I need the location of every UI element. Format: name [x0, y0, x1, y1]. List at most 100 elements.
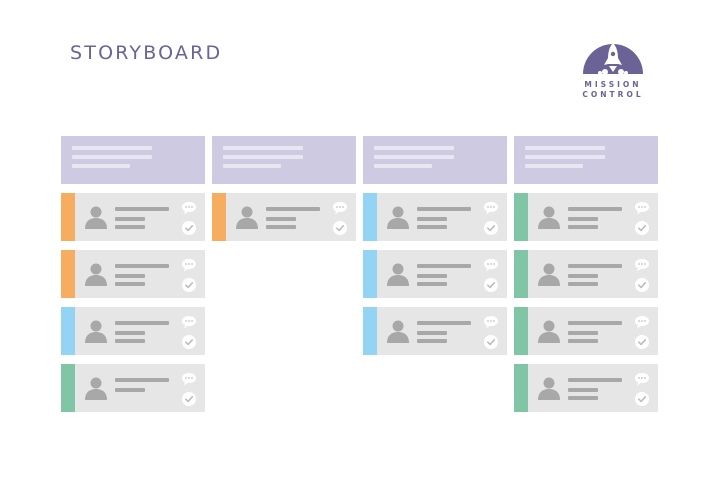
chat-bubble-icon[interactable] [483, 200, 499, 215]
card-placeholder-line [568, 264, 622, 268]
checkmark-icon[interactable] [635, 334, 649, 349]
story-card[interactable] [61, 364, 205, 412]
checkmark-icon[interactable] [182, 277, 196, 292]
chat-bubble-icon[interactable] [181, 314, 197, 329]
person-icon [85, 376, 107, 400]
story-card[interactable] [514, 193, 658, 241]
card-placeholder-line [417, 264, 471, 268]
checkmark-icon[interactable] [635, 277, 649, 292]
card-placeholder-line [568, 207, 622, 211]
card-placeholder-line [115, 225, 145, 229]
person-icon [85, 262, 107, 286]
checkmark-icon[interactable] [333, 220, 347, 235]
card-placeholder-line [568, 274, 598, 278]
story-card[interactable] [514, 307, 658, 355]
column-header[interactable] [212, 136, 356, 184]
checkmark-icon[interactable] [182, 220, 196, 235]
checkmark-icon[interactable] [635, 220, 649, 235]
header-placeholder-line [374, 155, 454, 159]
card-placeholder-line [417, 339, 447, 343]
card-status-stripe [363, 250, 377, 298]
card-status-stripe [61, 193, 75, 241]
chat-bubble-icon[interactable] [181, 200, 197, 215]
story-card[interactable] [514, 364, 658, 412]
logo-text-mission: MISSION [584, 80, 642, 89]
storyboard-column-4 [514, 136, 658, 421]
checkmark-icon[interactable] [635, 391, 649, 406]
chat-bubble-icon[interactable] [634, 257, 650, 272]
person-icon [236, 205, 258, 229]
person-icon [538, 319, 560, 343]
card-status-stripe [61, 307, 75, 355]
chat-bubble-icon[interactable] [634, 200, 650, 215]
card-placeholder-line [568, 321, 622, 325]
card-status-stripe [514, 307, 528, 355]
checkmark-icon[interactable] [484, 220, 498, 235]
chat-bubble-icon[interactable] [483, 257, 499, 272]
card-placeholder-line [115, 339, 145, 343]
story-card[interactable] [514, 250, 658, 298]
card-placeholder-line [266, 207, 320, 211]
person-icon [387, 262, 409, 286]
card-placeholder-line [568, 388, 598, 392]
checkmark-icon[interactable] [182, 391, 196, 406]
story-card[interactable] [61, 193, 205, 241]
header-placeholder-line [374, 146, 454, 150]
card-placeholder-line [417, 321, 471, 325]
person-icon [538, 205, 560, 229]
card-placeholder-line [115, 388, 145, 392]
card-placeholder-line [115, 282, 145, 286]
card-status-stripe [61, 250, 75, 298]
chat-bubble-icon[interactable] [181, 371, 197, 386]
chat-bubble-icon[interactable] [634, 314, 650, 329]
story-card[interactable] [61, 250, 205, 298]
card-status-stripe [514, 364, 528, 412]
header-placeholder-line [72, 146, 152, 150]
card-placeholder-line [417, 207, 471, 211]
story-card[interactable] [61, 307, 205, 355]
card-placeholder-line [115, 274, 145, 278]
card-status-stripe [514, 193, 528, 241]
person-icon [85, 319, 107, 343]
header-placeholder-line [223, 146, 303, 150]
column-header[interactable] [363, 136, 507, 184]
header-placeholder-line [525, 164, 583, 168]
storyboard-column-3 [363, 136, 507, 364]
card-placeholder-line [115, 217, 145, 221]
person-icon [538, 376, 560, 400]
person-icon [538, 262, 560, 286]
card-status-stripe [363, 193, 377, 241]
card-placeholder-line [568, 378, 622, 382]
checkmark-icon[interactable] [484, 334, 498, 349]
card-status-stripe [61, 364, 75, 412]
story-card[interactable] [363, 193, 507, 241]
storyboard-column-1 [61, 136, 205, 421]
card-placeholder-line [417, 217, 447, 221]
chat-bubble-icon[interactable] [634, 371, 650, 386]
checkmark-icon[interactable] [182, 334, 196, 349]
column-header[interactable] [61, 136, 205, 184]
person-icon [387, 319, 409, 343]
storyboard-column-2 [212, 136, 356, 250]
person-icon [387, 205, 409, 229]
rocket-icon [583, 43, 643, 75]
card-placeholder-line [568, 396, 598, 400]
story-card[interactable] [363, 250, 507, 298]
logo-text-control: CONTROL [582, 90, 644, 99]
header-placeholder-line [72, 155, 152, 159]
card-placeholder-line [568, 217, 598, 221]
chat-bubble-icon[interactable] [332, 200, 348, 215]
chat-bubble-icon[interactable] [483, 314, 499, 329]
column-header[interactable] [514, 136, 658, 184]
card-placeholder-line [115, 264, 169, 268]
header-placeholder-line [223, 155, 303, 159]
card-placeholder-line [568, 339, 598, 343]
chat-bubble-icon[interactable] [181, 257, 197, 272]
story-card[interactable] [363, 307, 507, 355]
header-placeholder-line [374, 164, 432, 168]
card-status-stripe [363, 307, 377, 355]
header-placeholder-line [525, 146, 605, 150]
card-placeholder-line [115, 321, 169, 325]
story-card[interactable] [212, 193, 356, 241]
checkmark-icon[interactable] [484, 277, 498, 292]
